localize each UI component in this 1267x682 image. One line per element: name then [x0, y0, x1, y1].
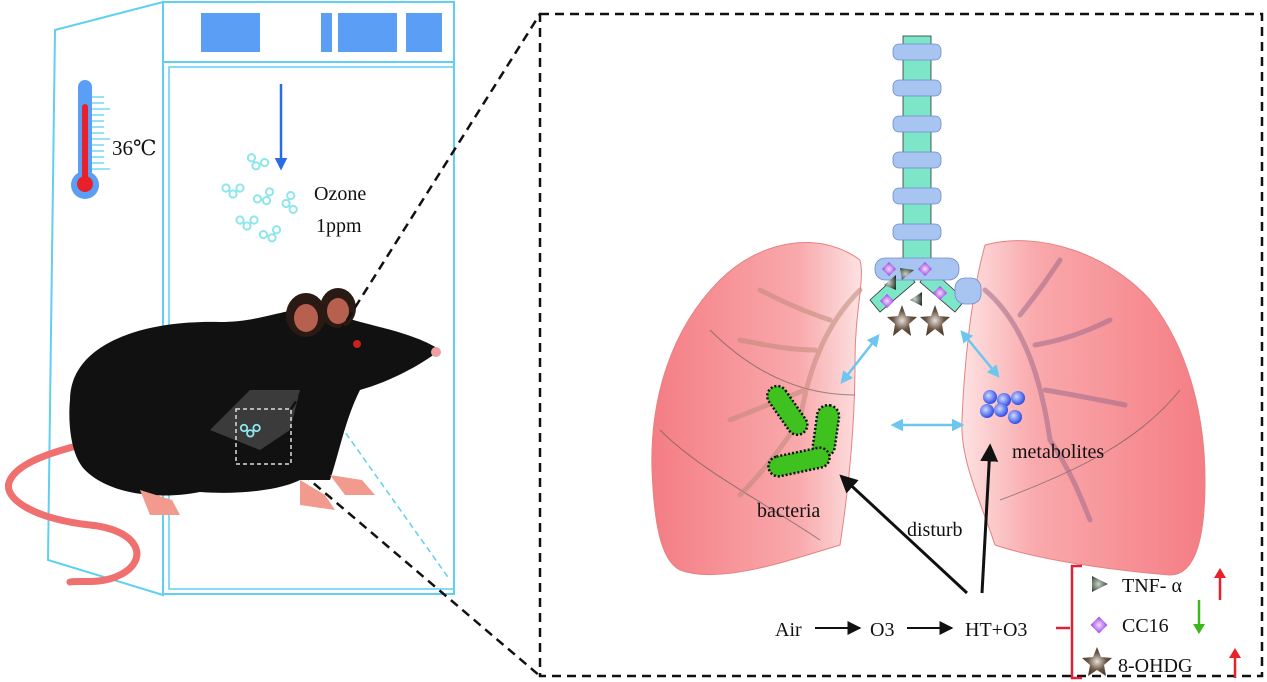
- zoom-connector-line: [289, 13, 542, 410]
- flow-step-o3: O3: [870, 619, 894, 641]
- legend-item-cc16: CC16: [1090, 600, 1205, 637]
- ozone-label: Ozone: [314, 183, 366, 205]
- bacteria-label: bacteria: [757, 500, 820, 522]
- legend-item-8-ohdg: 8-OHDG: [1082, 647, 1241, 678]
- ozone-molecules-icon: [221, 152, 299, 246]
- mouse-illustration: [5, 288, 441, 586]
- incubator-side-panel: [46, 0, 164, 597]
- tnf-alpha-marker: [884, 275, 896, 290]
- mouse-tail: [5, 436, 141, 586]
- legend-label: CC16: [1122, 615, 1169, 637]
- legend: TNF- α CC16 8-OHDG: [1082, 568, 1241, 678]
- biomarker-cluster: [879, 261, 950, 336]
- control-panel-button: [321, 13, 332, 52]
- zoom-connector-line: [290, 463, 541, 677]
- metabolites-label: metabolites: [1012, 441, 1104, 463]
- lung-zoom-box: [235, 408, 292, 465]
- incubator: [46, 0, 455, 597]
- mouse-paw: [330, 475, 375, 495]
- 8-ohdg-marker: [887, 305, 917, 336]
- flow-step-air: Air: [775, 619, 802, 641]
- interaction-arrow: [960, 330, 1000, 378]
- mouse-paw: [300, 480, 335, 510]
- control-panel-display: [406, 13, 442, 52]
- flow-step-ht-o3: HT+O3: [965, 619, 1027, 641]
- mouse-paw: [140, 490, 180, 515]
- disturb-arrow-metabolites: [980, 443, 999, 594]
- control-panel-display: [201, 13, 260, 52]
- control-panel-display: [338, 13, 397, 52]
- metabolites-icon: [980, 390, 1025, 424]
- tnf-alpha-marker: [910, 292, 922, 306]
- legend-label: 8-OHDG: [1118, 655, 1192, 677]
- disturb-label: disturb: [907, 519, 963, 541]
- legend-label: TNF- α: [1122, 575, 1182, 597]
- lung-detail-panel: [538, 12, 1264, 678]
- right-bronchial-tree: [982, 257, 1128, 523]
- cc16-marker: [879, 293, 895, 309]
- 8-ohdg-marker: [920, 305, 950, 336]
- temperature-label: 36℃: [112, 136, 157, 160]
- mouse-nose: [431, 347, 441, 357]
- diamond-marker-icon: [1090, 616, 1108, 634]
- disturb-arrow-bacteria: [839, 474, 969, 595]
- cc16-marker: [932, 285, 948, 301]
- tnf-alpha-marker: [900, 268, 914, 280]
- interaction-arrow: [840, 334, 880, 384]
- legend-item-tnf-alpha: TNF- α: [1092, 568, 1226, 600]
- cc16-marker: [917, 261, 933, 277]
- star-marker-icon: [1082, 647, 1112, 676]
- bacteria-icon: [765, 384, 841, 478]
- cc16-marker: [881, 261, 897, 277]
- thermometer-icon: [71, 80, 110, 199]
- legend-bracket: [1056, 564, 1082, 680]
- triangle-marker-icon: [1092, 576, 1108, 592]
- trachea: [869, 35, 982, 313]
- mouse-eye: [353, 340, 361, 348]
- ozone-concentration-label: 1ppm: [316, 215, 362, 237]
